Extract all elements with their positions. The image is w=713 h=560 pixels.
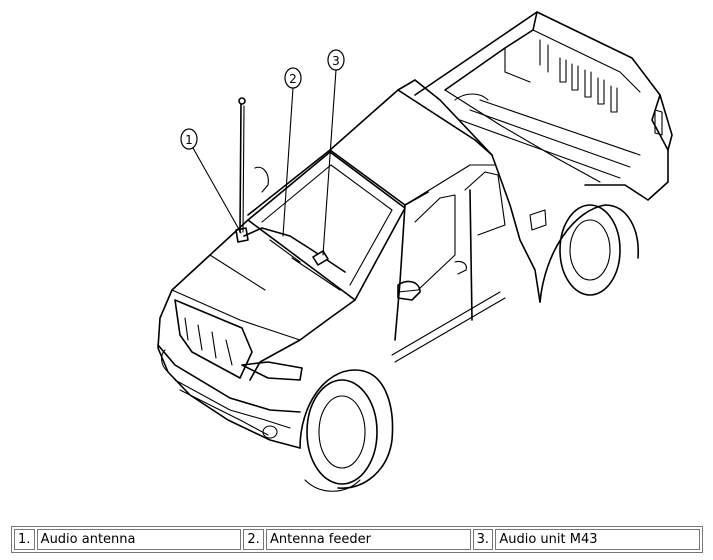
legend-label-audio-unit: Audio unit M43 — [495, 529, 700, 550]
truck-bed — [414, 11, 673, 201]
front-wheel — [299, 369, 394, 492]
audio-unit — [312, 250, 329, 266]
callout-1-leader — [192, 147, 242, 234]
legend-number-2: 2. — [243, 529, 264, 550]
callout-2: 2 — [284, 67, 302, 89]
callout-3-leader — [322, 69, 337, 256]
truck-cab — [247, 79, 547, 363]
rear-wheel — [539, 204, 639, 303]
callout-2-leader — [282, 87, 294, 237]
legend-row: 1. Audio antenna 2. Antenna feeder 3. Au… — [14, 529, 700, 550]
windshield — [247, 151, 406, 301]
legend-label-audio-antenna: Audio antenna — [36, 529, 242, 550]
callout-2-label: 2 — [289, 72, 297, 86]
pickup-truck-diagram: 1 2 3 — [157, 11, 673, 492]
parts-legend-table: 1. Audio antenna 2. Antenna feeder 3. Au… — [11, 526, 703, 553]
audio-antenna-mast — [235, 97, 249, 243]
antenna-feeder — [243, 227, 346, 273]
legend-number-1: 1. — [14, 529, 35, 550]
callout-3-label: 3 — [332, 54, 340, 68]
callout-1-label: 1 — [185, 133, 193, 147]
legend-label-antenna-feeder: Antenna feeder — [266, 529, 471, 550]
truck-front — [157, 219, 356, 449]
callout-1: 1 — [180, 128, 198, 150]
callout-3: 3 — [327, 49, 345, 71]
legend-number-3: 3. — [472, 529, 494, 550]
